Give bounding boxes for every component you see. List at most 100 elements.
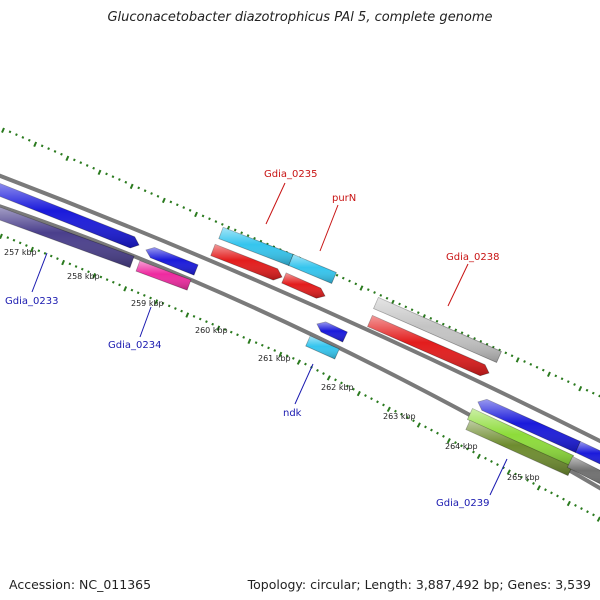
inner-tick	[185, 312, 190, 318]
kbp-label-265: 265 kbp	[507, 473, 540, 482]
outer-tick	[466, 334, 470, 338]
inner-tick	[105, 278, 109, 282]
inner-tick	[352, 387, 355, 391]
inner-tick	[364, 394, 367, 397]
kbp-label-257: 257 kbp	[4, 248, 37, 257]
inner-tick	[198, 317, 202, 321]
outer-tick	[448, 325, 451, 329]
outer-tick	[535, 365, 539, 369]
gene-callouts: Gdia_0233 Gdia_0234 ndk Gdia_0239 Gdia_0…	[5, 169, 508, 509]
outer-tick	[194, 211, 198, 218]
inner-tick	[61, 259, 66, 266]
outer-tick	[47, 147, 50, 151]
callout-line-gdia-0235	[265, 182, 286, 225]
outer-tick	[129, 183, 134, 190]
inner-tick	[586, 510, 589, 514]
outer-tick	[373, 291, 376, 294]
inner-tick	[442, 434, 445, 438]
inner-tick	[520, 475, 523, 479]
outer-tick	[220, 222, 224, 226]
inner-tick	[80, 267, 84, 271]
inner-tick	[322, 372, 325, 375]
outer-tick	[441, 322, 445, 326]
inner-tick	[400, 412, 403, 416]
inner-tick	[430, 428, 433, 432]
outer-tick	[182, 206, 186, 209]
outer-tick	[515, 357, 520, 363]
outer-tick	[479, 339, 483, 343]
gene-label-gdia-0233: Gdia_0233	[5, 296, 58, 307]
inner-tick	[346, 384, 349, 388]
inner-tick	[92, 272, 97, 279]
outer-tick	[578, 385, 583, 392]
map-title: Gluconacetobacter diazotrophicus PAl 5, …	[107, 10, 493, 25]
inner-tick	[68, 262, 72, 266]
outer-tick	[585, 388, 589, 392]
gene-magenta-shade	[136, 260, 191, 291]
inner-tick	[316, 368, 319, 372]
outer-tick	[105, 172, 108, 176]
kbp-label-264: 264 kbp	[445, 442, 478, 451]
outer-tick	[65, 155, 70, 162]
inner-tick	[502, 466, 505, 470]
inner-tick	[167, 304, 171, 308]
inner-tick	[292, 356, 295, 360]
gene-label-ndk: ndk	[283, 408, 302, 419]
gene-cyan-2-shade	[288, 254, 337, 284]
inner-tick	[260, 343, 264, 347]
outer-tick	[404, 305, 408, 309]
outer-tick	[53, 150, 57, 153]
outer-tick	[161, 197, 166, 204]
inner-tick	[416, 422, 421, 428]
outer-tick	[118, 178, 121, 181]
outer-tick	[111, 175, 115, 179]
inner-tick	[0, 233, 3, 239]
inner-tick	[49, 254, 53, 258]
outer-tick	[79, 161, 83, 165]
kbp-label-259: 259 kbp	[131, 299, 164, 308]
callout-line-purn	[319, 204, 339, 252]
outer-tick	[385, 296, 389, 300]
inner-tick	[37, 249, 41, 253]
outer-tick	[554, 374, 558, 378]
inner-tick	[532, 481, 535, 485]
inner-tick	[223, 328, 227, 331]
outer-tick	[341, 276, 345, 280]
gene-arrows	[0, 183, 600, 485]
gene-purn-shade	[281, 272, 325, 299]
inner-tick	[580, 507, 583, 510]
inner-tick	[566, 500, 571, 507]
kbp-label-262: 262 kbp	[321, 383, 354, 392]
inner-tick	[211, 322, 215, 326]
outer-tick	[27, 138, 31, 142]
inner-tick	[484, 456, 487, 460]
inner-tick	[394, 409, 397, 413]
inner-tick	[460, 444, 463, 448]
outer-tick	[137, 186, 141, 190]
outer-tick	[92, 166, 96, 170]
inner-tick	[56, 257, 59, 261]
inner-tick	[236, 333, 239, 337]
callout-line-gdia-0233	[31, 252, 48, 293]
inner-tick	[412, 419, 415, 423]
gene-label-purn: purN	[332, 193, 356, 204]
inner-tick	[334, 378, 337, 382]
outer-tick	[379, 293, 383, 297]
accession-text: Accession: NC_011365	[9, 577, 152, 592]
inner-tick	[544, 488, 547, 492]
outer-tick	[97, 169, 102, 176]
outer-tick	[398, 302, 401, 306]
outer-tick	[348, 279, 351, 283]
outer-tick	[504, 351, 508, 355]
outer-tick	[335, 273, 339, 277]
inner-tick	[111, 280, 115, 284]
gene-red-1-shade	[210, 244, 282, 281]
outer-tick	[416, 311, 420, 315]
outer-tick	[541, 368, 545, 372]
gene-gdia-0235-shade	[218, 227, 294, 266]
outer-tick	[72, 158, 76, 162]
kbp-label-258: 258 kbp	[67, 272, 100, 281]
inner-tick	[496, 463, 499, 467]
inner-tick	[180, 309, 183, 313]
inner-tick	[304, 362, 307, 366]
